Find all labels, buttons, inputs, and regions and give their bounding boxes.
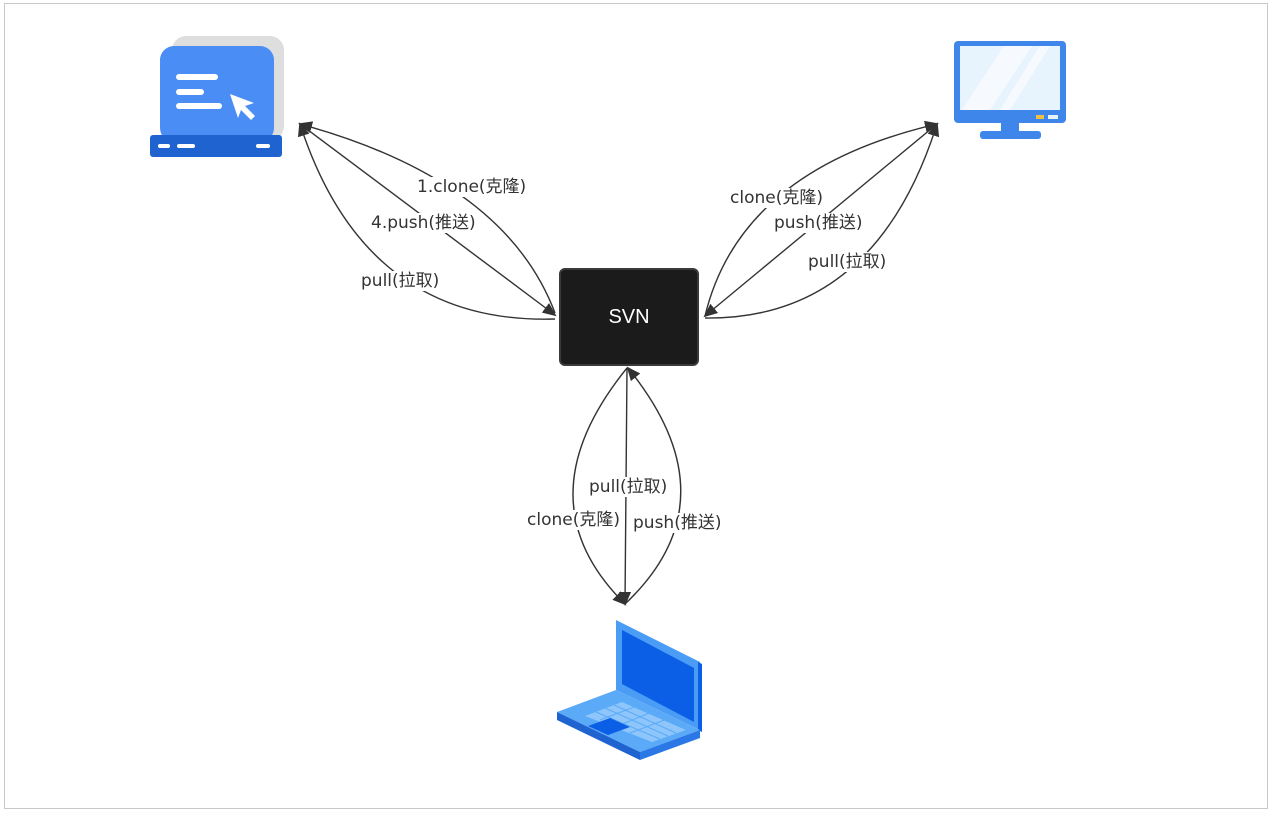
desktop-monitor-icon xyxy=(954,41,1066,139)
edge-label-tl-push: 4.push(推送) xyxy=(370,213,477,233)
edge-label-tl-clone: 1.clone(克隆) xyxy=(416,177,528,197)
edge-label-tr-push: push(推送) xyxy=(773,213,864,233)
edge-label-b-pull: pull(拉取) xyxy=(588,477,669,497)
edge-label-b-clone: clone(克隆) xyxy=(526,510,621,530)
edge-label-b-push: push(推送) xyxy=(632,513,723,533)
edge-label-tl-pull: pull(拉取) xyxy=(360,271,441,291)
svn-server-label: SVN xyxy=(608,305,650,328)
edge-b-clone xyxy=(572,367,628,606)
laptop-icon xyxy=(557,620,702,760)
svn-server-node: SVN xyxy=(559,268,699,366)
edge-label-tr-pull: pull(拉取) xyxy=(807,252,888,272)
edge-b-push xyxy=(624,366,682,605)
diagram-frame xyxy=(4,3,1268,809)
web-app-icon xyxy=(150,36,284,157)
edge-label-tr-clone: clone(克隆) xyxy=(729,188,824,208)
edge-tl-clone xyxy=(298,121,556,314)
